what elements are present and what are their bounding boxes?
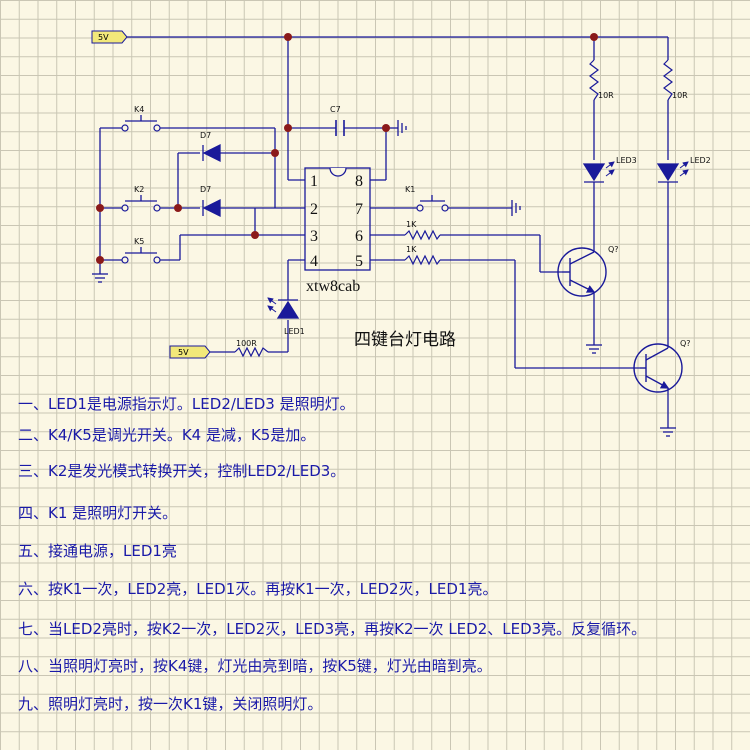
capacitor-c7 xyxy=(335,120,345,136)
leds xyxy=(276,163,680,319)
pin-1: 1 xyxy=(310,173,318,190)
note-3: 三、K2是发光模式转换开关，控制LED2/LED3。 xyxy=(18,462,346,480)
note-8: 八、当照明灯亮时，按K4键，灯光由亮到暗，按K5键，灯光由暗到亮。 xyxy=(18,657,492,675)
chip-label: xtw8cab xyxy=(306,278,360,295)
label-k2: K2 xyxy=(134,185,144,194)
label-k1: K1 xyxy=(405,185,415,194)
diodes xyxy=(202,143,221,218)
note-6: 六、按K1一次，LED2亮，LED1灭。再按K1一次，LED2灭，LED1亮。 xyxy=(18,580,498,598)
schematic-title: 四键台灯电路 xyxy=(354,330,456,350)
label-k5: K5 xyxy=(134,237,144,246)
wires xyxy=(99,36,669,428)
transistors xyxy=(557,247,683,393)
label-d7b: D7 xyxy=(200,185,211,194)
note-4: 四、K1 是照明灯开关。 xyxy=(18,504,178,522)
label-r1k-a: 1K xyxy=(406,220,417,229)
label-r1k-b: 1K xyxy=(406,245,417,254)
ground-symbols xyxy=(92,120,676,437)
power-tag-top: 5V xyxy=(98,33,109,42)
note-1: 一、LED1是电源指示灯。LED2/LED3 是照明灯。 xyxy=(18,395,355,413)
label-q-b: Q? xyxy=(680,339,691,348)
pin-6: 6 xyxy=(355,228,363,245)
label-r100: 100R xyxy=(236,339,257,348)
note-5: 五、接通电源，LED1亮 xyxy=(18,542,177,560)
pin-8: 8 xyxy=(355,173,363,190)
label-led3: LED3 xyxy=(616,156,637,165)
junctions xyxy=(96,33,598,264)
chip-notch xyxy=(329,167,347,177)
label-led2: LED2 xyxy=(690,156,711,165)
label-led1: LED1 xyxy=(284,327,305,336)
pin-5: 5 xyxy=(355,253,363,270)
label-q-a: Q? xyxy=(608,245,619,254)
pin-3: 3 xyxy=(310,228,318,245)
label-r10-a: 10R xyxy=(598,91,614,100)
note-9: 九、照明灯亮时，按一次K1键，关闭照明灯。 xyxy=(18,695,323,713)
note-7: 七、当LED2亮时，按K2一次，LED2灭，LED3亮，再按K2一次 LED2、… xyxy=(18,620,647,638)
switches xyxy=(125,115,445,254)
pin-7: 7 xyxy=(355,201,363,218)
note-2: 二、K4/K5是调光开关。K4 是减，K5是加。 xyxy=(18,426,316,444)
resistors xyxy=(234,59,673,358)
led-rays xyxy=(267,161,689,313)
label-r10-b: 10R xyxy=(672,91,688,100)
pin-2: 2 xyxy=(310,201,318,218)
label-k4: K4 xyxy=(134,105,144,114)
power-tags: 5V 5V xyxy=(91,30,211,359)
label-c7: C7 xyxy=(330,105,341,114)
pin-4: 4 xyxy=(310,253,318,270)
power-tag-bottom: 5V xyxy=(178,348,189,357)
label-d7a: D7 xyxy=(200,131,211,140)
